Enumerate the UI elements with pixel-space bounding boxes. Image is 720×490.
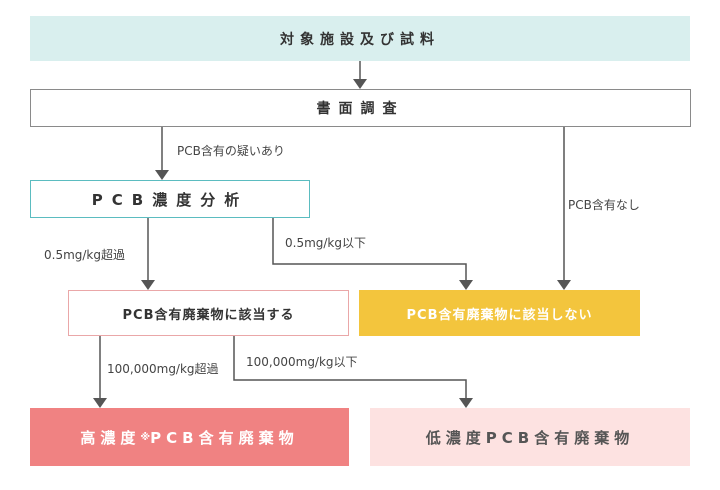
arrowhead-low [459, 398, 473, 408]
connector-is-waste-to-low [233, 336, 467, 399]
document-review-label: 書面調査 [316, 101, 405, 117]
arrowhead-not-waste-right [557, 280, 571, 290]
arrowhead-not-waste-left [459, 280, 473, 290]
is-pcb-waste-box: PCB含有廃棄物に該当する [68, 290, 349, 336]
label-over-100000: 100,000mg/kg超過 [107, 362, 219, 376]
connector-analysis-to-not-waste [272, 218, 467, 281]
label-pcb-suspected: PCB含有の疑いあり [177, 144, 285, 158]
target-facilities-box: 対象施設及び試料 [30, 16, 690, 61]
high-concentration-note-mark: ※ [140, 431, 151, 443]
label-under-100000: 100,000mg/kg以下 [246, 355, 358, 369]
high-concentration-label: 高濃度 [80, 428, 141, 447]
label-under-05: 0.5mg/kg以下 [285, 236, 367, 250]
not-pcb-waste-label: PCB含有廃棄物に該当しない [406, 307, 593, 323]
label-no-pcb: PCB含有なし [568, 198, 640, 212]
target-facilities-label: 対象施設及び試料 [280, 31, 440, 48]
pcb-analysis-box: PCB濃度分析 [30, 180, 310, 218]
low-concentration-label: 低濃度PCB含有廃棄物 [425, 428, 635, 447]
arrowhead-high [93, 398, 107, 408]
arrowhead-is-waste [141, 280, 155, 290]
arrowhead-review [353, 79, 367, 89]
high-concentration-label-rest: PCB含有廃棄物 [150, 428, 299, 447]
label-over-05: 0.5mg/kg超過 [44, 248, 126, 262]
low-concentration-box: 低濃度PCB含有廃棄物 [370, 408, 690, 466]
is-pcb-waste-label: PCB含有廃棄物に該当する [122, 307, 295, 323]
high-concentration-box: 高濃度※PCB含有廃棄物 [30, 408, 349, 466]
document-review-box: 書面調査 [30, 89, 691, 127]
not-pcb-waste-box: PCB含有廃棄物に該当しない [359, 290, 640, 336]
pcb-analysis-label: PCB濃度分析 [91, 190, 249, 209]
arrowhead-analysis [155, 170, 169, 180]
